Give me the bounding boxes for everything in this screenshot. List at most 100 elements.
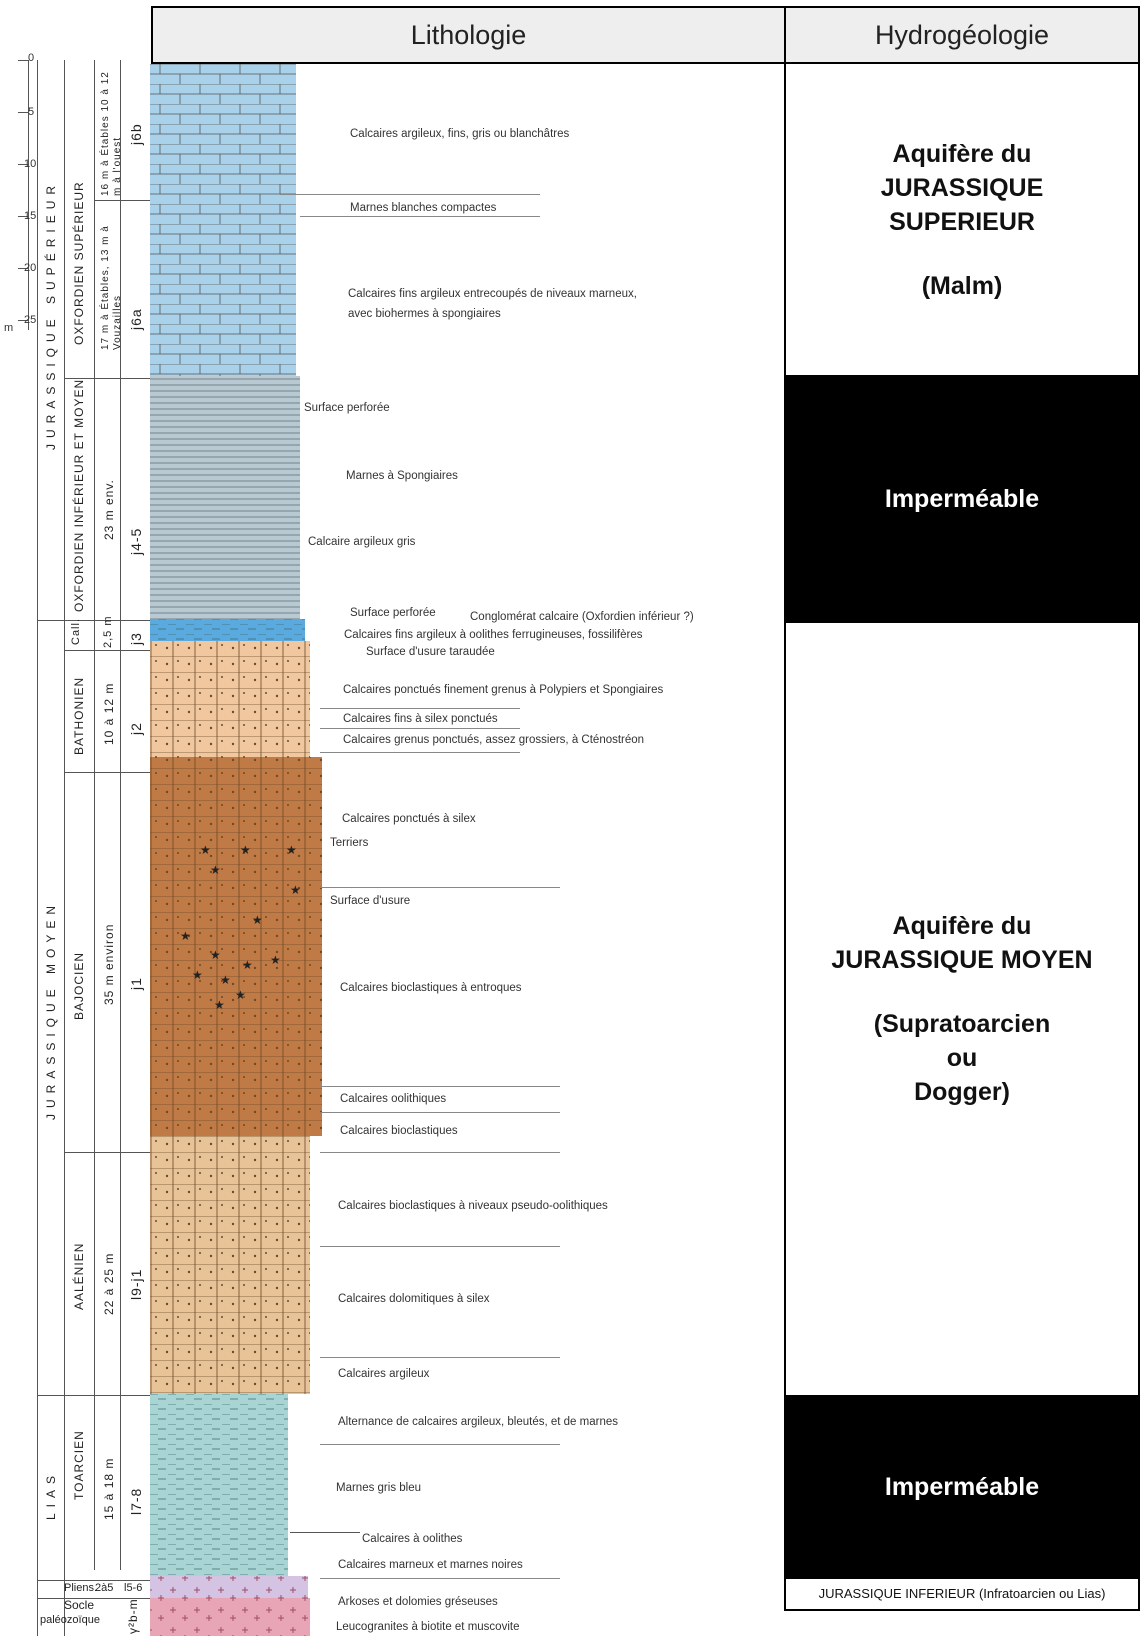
hydrogeology-header: Hydrogéologie <box>784 6 1140 64</box>
description: Surface perforée <box>304 402 390 414</box>
stage-callovien: Call. <box>70 617 82 645</box>
descriptions: Calcaires argileux, fins, gris ou blanch… <box>280 64 780 1636</box>
description: Arkoses et dolomies gréseuses <box>338 1596 498 1608</box>
layer-j2-pattern <box>150 641 310 757</box>
description: Surface perforée <box>350 607 436 619</box>
thickness-j45: 23 m env. <box>102 479 116 540</box>
description: Calcaires bioclastiques à entroques <box>340 982 522 994</box>
description: Calcaires bioclastiques à niveaux pseudo… <box>338 1200 608 1212</box>
fossil-star-icon: ★ <box>235 988 246 1002</box>
description: Calcaires argileux, fins, gris ou blanch… <box>350 128 570 140</box>
fossil-star-icon: ★ <box>242 958 253 972</box>
hydro-dogger: Aquifère du JURASSIQUE MOYEN (Supratoarc… <box>784 621 1140 1397</box>
description: Calcaire argileux gris <box>308 536 416 548</box>
stage-lias: LIAS <box>44 1469 58 1520</box>
hydro-malm-line: (Malm) <box>921 271 1003 300</box>
description: Calcaires fins argileux à oolithes ferru… <box>344 629 643 641</box>
depth-tick: 20 <box>24 262 37 274</box>
code-gamma: γ²b-m <box>126 1598 140 1634</box>
depth-tick: 25 <box>24 314 37 326</box>
fossil-star-icon: ★ <box>290 883 301 897</box>
lithology-column: ★ ★ ★ ★ ★ ★ ★ ★ ★ ★ ★ ★ ★ ★ <box>150 64 322 1636</box>
layer-toarcien-pattern <box>150 1394 288 1576</box>
thickness-lias-p: 2à5 <box>95 1582 114 1594</box>
hydro-impermeable-label: Imperméable <box>884 1472 1040 1501</box>
fossil-star-icon: ★ <box>220 973 231 987</box>
description: Calcaires à oolithes <box>362 1533 463 1545</box>
stage-jurassique-superieur: JURASSIQUE SUPÉRIEUR <box>44 179 58 450</box>
description: Calcaires oolithiques <box>340 1093 447 1105</box>
fossil-star-icon: ★ <box>192 968 203 982</box>
layer-j3-pattern <box>150 619 305 641</box>
hydro-lias: JURASSIQUE INFERIEUR (Infratoarcien ou L… <box>784 1577 1140 1611</box>
description: Alternance de calcaires argileux, bleuté… <box>338 1416 618 1428</box>
fossil-star-icon: ★ <box>210 863 221 877</box>
lithology-header: Lithologie <box>151 6 786 64</box>
hydro-impermeable-label: Imperméable <box>884 485 1040 513</box>
thickness-j6a: 17 m à Étables, 13 m à Vouzailles <box>100 225 123 350</box>
thickness-l9j1: 22 à 25 m <box>102 1252 116 1315</box>
hydro-malm: Aquifère du JURASSIQUE SUPERIEUR (Malm) <box>784 62 1140 377</box>
depth-tick: 15 <box>24 210 37 222</box>
hydro-lias-label: JURASSIQUE INFERIEUR (Infratoarcien ou L… <box>818 1586 1106 1601</box>
stage-toarcien: TOARCIEN <box>72 1430 86 1500</box>
description: Surface d'usure taraudée <box>366 646 495 658</box>
stage-bathonien: BATHONIEN <box>72 676 86 755</box>
code-l56: l5-6 <box>124 1582 143 1594</box>
fossil-star-icon: ★ <box>214 998 225 1012</box>
layer-arkose-pattern <box>150 1576 308 1598</box>
hydro-dogger-line: Dogger) <box>914 1078 1010 1106</box>
hydro-impermeable-1: Imperméable <box>784 376 1140 622</box>
stage-oxfordien-inferieur: OXFORDIEN INFÉRIEUR ET MOYEN <box>72 378 86 612</box>
hydro-malm-line: SUPERIEUR <box>889 207 1035 236</box>
depth-scale: 0 5 10 15 20 25 m <box>0 52 40 340</box>
description: Calcaires dolomitiques à silex <box>338 1293 490 1305</box>
description: Calcaires marneux et marnes noires <box>338 1559 523 1571</box>
description: Calcaires ponctués à silex <box>342 813 476 825</box>
description: Calcaires fins argileux entrecoupés de n… <box>348 288 637 300</box>
hydro-malm-line: JURASSIQUE <box>880 173 1044 202</box>
hydro-dogger-line: JURASSIQUE MOYEN <box>831 946 1093 974</box>
stage-oxfordien-superieur: OXFORDIEN SUPÉRIEUR <box>72 181 86 345</box>
hydro-malm-line: Aquifère du <box>892 139 1032 168</box>
hydro-dogger-line: Aquifère du <box>892 912 1032 940</box>
description: Leucogranites à biotite et muscovite <box>336 1621 520 1633</box>
thickness-j1: 35 m environ <box>102 923 116 1005</box>
fossil-star-icon: ★ <box>180 929 191 943</box>
fossil-star-icon: ★ <box>210 948 221 962</box>
hydro-dogger-line: ou <box>946 1044 978 1072</box>
stage-bajocien: BAJOCIEN <box>72 951 86 1020</box>
fossil-star-icon: ★ <box>286 843 297 857</box>
depth-unit: m <box>4 322 14 334</box>
fossil-star-icon: ★ <box>200 843 211 857</box>
fossil-star-icon: ★ <box>252 913 263 927</box>
description: Conglomérat calcaire (Oxfordien inférieu… <box>470 611 694 623</box>
description: Marnes blanches compactes <box>350 202 497 214</box>
description: Calcaires grenus ponctués, assez grossie… <box>343 734 645 746</box>
description: Calcaires bioclastiques <box>340 1125 458 1137</box>
description: Calcaires fins à silex ponctués <box>343 713 498 725</box>
hydro-dogger-line: (Supratoarcien <box>873 1010 1051 1038</box>
description: Marnes à Spongiaires <box>346 470 458 482</box>
layer-j45-pattern <box>150 376 300 619</box>
thickness-j6b: 16 m à Étables 10 à 12 m à l'ouest <box>100 71 123 196</box>
stage-pliensbachien: Pliens. <box>64 1582 98 1594</box>
thickness-j3: 2,5 m <box>102 615 114 648</box>
hydro-impermeable-2: Imperméable <box>784 1395 1140 1578</box>
stage-socle-paleozoique: paléozoïque <box>40 1614 100 1626</box>
stage-jurassique-moyen: JURASSIQUE MOYEN <box>44 899 58 1120</box>
fossil-star-icon: ★ <box>270 953 281 967</box>
layer-granite-pattern <box>150 1598 310 1636</box>
description: Terriers <box>330 837 369 849</box>
thickness-l78: 15 à 18 m <box>102 1457 116 1520</box>
depth-tick: 5 <box>28 106 35 118</box>
depth-tick: 0 <box>28 52 35 64</box>
description: avec biohermes à spongiaires <box>348 308 501 320</box>
layer-j6-pattern <box>150 64 296 376</box>
fossil-star-icon: ★ <box>240 843 251 857</box>
description: Marnes gris bleu <box>336 1482 422 1494</box>
stage-socle: Socle <box>64 1598 95 1612</box>
layer-j1-pattern <box>150 757 322 1136</box>
thickness-j2: 10 à 12 m <box>102 682 116 745</box>
description: Calcaires ponctués finement grenus à Pol… <box>343 684 664 696</box>
